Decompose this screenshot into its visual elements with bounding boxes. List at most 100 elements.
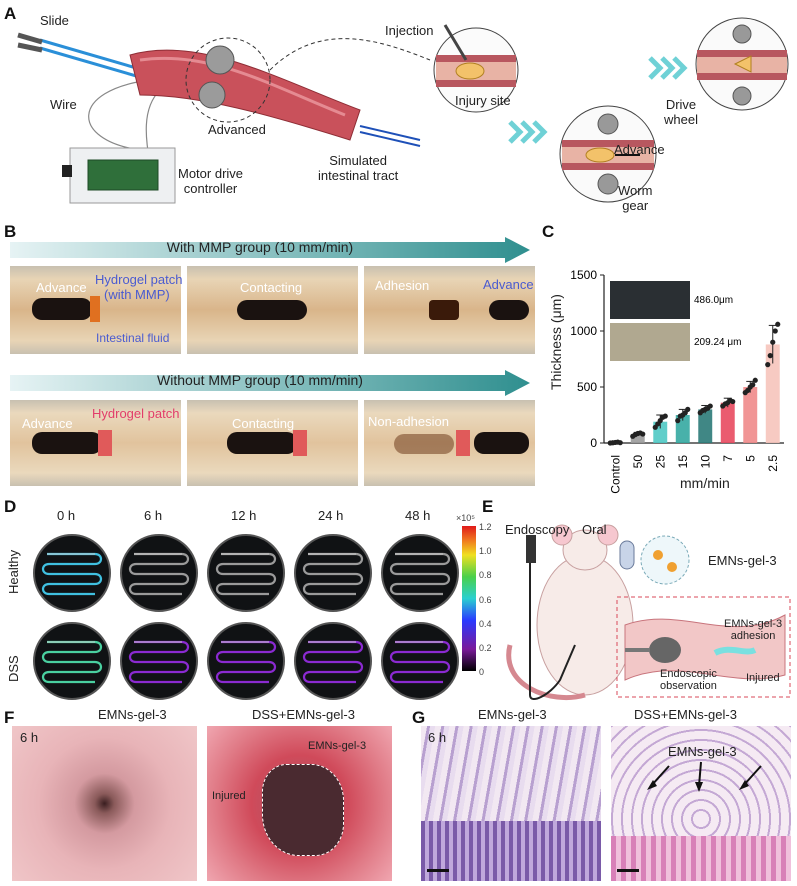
colorbar-unit: ×10⁵ bbox=[456, 513, 475, 523]
g-right-title: DSS+EMNs-gel-3 bbox=[634, 707, 737, 722]
histology-right bbox=[611, 726, 791, 881]
hydrogel-patch-label-2: Hydrogel patch bbox=[92, 406, 180, 421]
inset-label-1: 486.0μm bbox=[694, 295, 733, 306]
scale-bar-right bbox=[617, 869, 639, 872]
panel-e-illustration bbox=[506, 524, 791, 701]
colorbar-tick-2: 0.8 bbox=[479, 570, 492, 581]
chart-ylabel: Thickness (μm) bbox=[548, 294, 564, 390]
colorbar-tick-1: 1.0 bbox=[479, 546, 492, 557]
frame-without-advance-label: Advance bbox=[22, 416, 73, 431]
inset-photo-1 bbox=[610, 281, 690, 319]
f-right-title: DSS+EMNs-gel-3 bbox=[252, 707, 355, 722]
with-mmp-title: With MMP group (10 mm/min) bbox=[166, 239, 354, 255]
x-tick-label-2: 25 bbox=[653, 455, 667, 469]
bar-5 bbox=[720, 402, 735, 443]
dish-1-2 bbox=[207, 622, 285, 700]
frame-without-advance bbox=[10, 400, 181, 486]
dish-0-3 bbox=[294, 534, 372, 612]
label-emns-gel-3-e: EMNs-gel-3 bbox=[708, 553, 777, 568]
chart-xlabel: mm/min bbox=[680, 475, 730, 491]
panel-label-d: D bbox=[4, 497, 17, 516]
time-label-0: 0 h bbox=[57, 508, 76, 523]
point-7-2 bbox=[770, 339, 776, 345]
f-time-label: 6 h bbox=[20, 730, 39, 745]
label-oral: Oral bbox=[582, 522, 607, 537]
histology-left bbox=[421, 726, 601, 881]
label-advanced: Advanced bbox=[208, 122, 266, 137]
panel-label-c: C bbox=[542, 222, 555, 241]
f-left-title: EMNs-gel-3 bbox=[98, 707, 167, 722]
dish-1-4 bbox=[381, 622, 459, 700]
endoscopy-photo-left bbox=[12, 726, 197, 881]
row-label-1: DSS bbox=[6, 655, 21, 682]
point-7-4 bbox=[775, 321, 781, 327]
inset-label-2: 209.24 μm bbox=[694, 337, 741, 348]
bar-6 bbox=[743, 387, 758, 443]
point-7-3 bbox=[772, 328, 778, 334]
g-time-label: 6 h bbox=[428, 730, 447, 745]
time-label-4: 48 h bbox=[405, 508, 431, 523]
colorbar-tick-5: 0.2 bbox=[479, 642, 492, 653]
frame-with-contacting bbox=[187, 266, 358, 354]
label-wire: Wire bbox=[50, 97, 77, 112]
point-3-0 bbox=[675, 418, 681, 424]
panel-a-illustration bbox=[17, 17, 789, 204]
dish-0-0 bbox=[33, 534, 111, 612]
label-slide: Slide bbox=[40, 13, 69, 28]
without-mmp-title: Without MMP group (10 mm/min) bbox=[157, 372, 363, 388]
dish-0-1 bbox=[120, 534, 198, 612]
frame-with-advance-label: Advance bbox=[36, 280, 87, 295]
frame-with-adhesion-advance: Advance bbox=[483, 277, 534, 292]
panel-label-g: G bbox=[412, 708, 426, 727]
label-injection: Injection bbox=[385, 23, 434, 38]
dish-0-4 bbox=[381, 534, 459, 612]
with-mmp-arrow bbox=[10, 237, 530, 263]
colorbar-tick-0: 1.2 bbox=[479, 522, 492, 532]
point-5-4 bbox=[730, 398, 736, 405]
hydrogel-patch-label: Hydrogel patch bbox=[95, 272, 183, 287]
x-tick-label-3: 15 bbox=[676, 455, 690, 469]
frame-without-nonadhesion bbox=[364, 400, 535, 486]
point-0-4 bbox=[617, 440, 623, 446]
dish-1-1 bbox=[120, 622, 198, 700]
label-advance-a: Advance bbox=[614, 142, 665, 157]
label-worm-gear: Worm gear bbox=[618, 183, 653, 213]
frame-without-nonadhesion-label: Non-adhesion bbox=[368, 414, 449, 429]
x-tick-label-7: 2.5 bbox=[766, 455, 780, 472]
label-injury-site: Injury site bbox=[455, 93, 511, 108]
point-6-4 bbox=[752, 377, 758, 383]
label-injured-e: Injured bbox=[746, 672, 780, 684]
f-injured-label: Injured bbox=[212, 790, 246, 802]
label-motor-controller: Motor drive controller bbox=[178, 166, 244, 196]
dish-1-3 bbox=[294, 622, 372, 700]
panel-label-b: B bbox=[4, 222, 17, 241]
time-label-1: 6 h bbox=[144, 508, 163, 523]
g-emns-label: EMNs-gel-3 bbox=[668, 744, 737, 759]
f-emns-label: EMNs-gel-3 bbox=[308, 740, 367, 752]
time-label-3: 24 h bbox=[318, 508, 344, 523]
label-endoscopic-observation: Endoscopic observation bbox=[660, 668, 717, 692]
bar-7 bbox=[765, 344, 780, 443]
x-tick-label-6: 5 bbox=[743, 455, 757, 462]
colorbar bbox=[462, 526, 476, 671]
panel-label-a: A bbox=[4, 4, 17, 23]
point-2-4 bbox=[662, 413, 668, 419]
colorbar-tick-6: 0 bbox=[479, 667, 485, 677]
intestinal-fluid-label: Intestinal fluid bbox=[96, 331, 170, 345]
frame-with-advance bbox=[10, 266, 181, 354]
time-label-2: 12 h bbox=[231, 508, 257, 523]
endoscopy-photo-right bbox=[207, 726, 392, 881]
g-left-title: EMNs-gel-3 bbox=[478, 707, 547, 722]
row-label-0: Healthy bbox=[6, 549, 21, 594]
y-tick-label-0: 0 bbox=[590, 436, 597, 450]
x-tick-label-5: 7 bbox=[721, 455, 735, 462]
point-4-4 bbox=[707, 403, 713, 409]
label-simulated-tract: Simulated intestinal tract bbox=[318, 153, 399, 183]
frame-with-adhesion bbox=[364, 266, 535, 354]
point-3-4 bbox=[685, 406, 691, 412]
colorbar-tick-4: 0.4 bbox=[479, 618, 492, 629]
bar-4 bbox=[698, 409, 713, 443]
inset-photo-2 bbox=[610, 323, 690, 361]
point-6-3 bbox=[750, 382, 756, 388]
g-arrows bbox=[647, 761, 762, 792]
